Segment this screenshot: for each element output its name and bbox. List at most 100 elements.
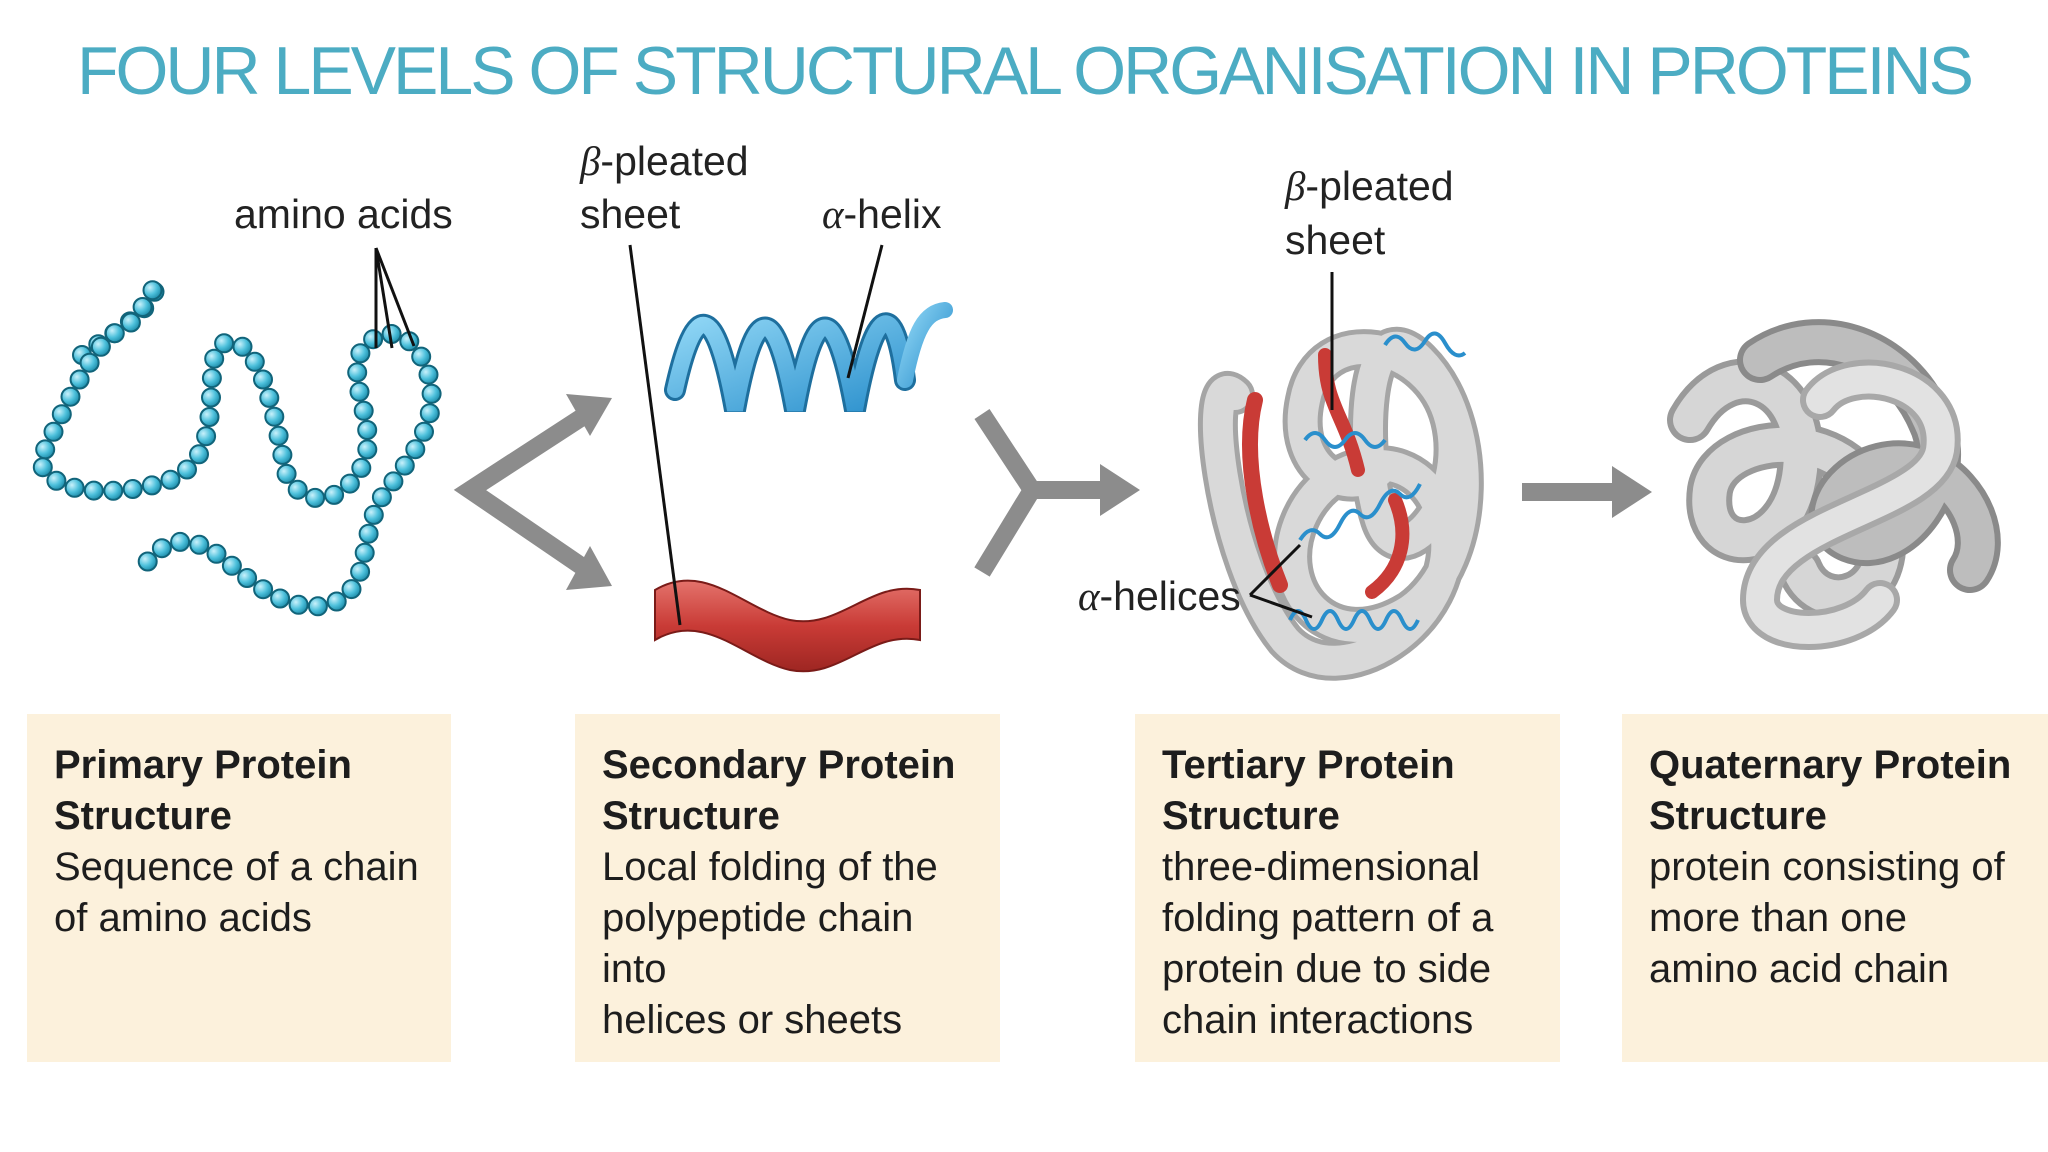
- amino-acid-bead: [189, 534, 210, 555]
- beta-pleated-label-tertiary: β-pleated: [1284, 163, 1454, 209]
- amino-acid-bead: [341, 579, 362, 600]
- amino-acid-bead: [151, 538, 172, 559]
- amino-acid-bead: [357, 439, 378, 460]
- amino-acid-bead: [264, 406, 285, 427]
- amino-acid-bead: [324, 484, 345, 505]
- amino-acid-bead: [69, 369, 90, 390]
- amino-acid-bead: [51, 404, 72, 425]
- amino-acid-bead: [160, 469, 181, 490]
- amino-acid-bead: [43, 421, 64, 442]
- amino-acid-bead: [32, 457, 53, 478]
- primary-structure-bead-chain: [32, 280, 442, 617]
- box-text-line: polypeptide chain into: [602, 896, 914, 991]
- amino-acid-bead: [196, 426, 217, 447]
- beta-pleated-sheet: [654, 579, 921, 673]
- alpha-helices-label: α-helices: [1078, 573, 1241, 619]
- amino-acid-bead: [122, 479, 143, 499]
- amino-acid-bead: [204, 348, 225, 369]
- sheet-label-secondary: sheet: [580, 191, 681, 237]
- sheet-label-tertiary: sheet: [1285, 217, 1386, 263]
- amino-acid-bead: [326, 591, 347, 612]
- amino-acid-bead: [405, 439, 426, 460]
- quaternary-structure-box: Quaternary Protein Structure protein con…: [1622, 714, 2048, 1062]
- tertiary-structure: [1197, 326, 1484, 681]
- amino-acid-bead: [46, 470, 67, 491]
- amino-acid-bead: [206, 543, 227, 564]
- box-text-line: amino acid chain: [1649, 947, 1950, 991]
- amino-acid-bead: [201, 387, 221, 408]
- amino-acid-bead: [414, 421, 434, 442]
- amino-acid-bead: [363, 329, 384, 350]
- box-text-line: three-dimensional: [1162, 845, 1480, 889]
- amino-acid-bead: [90, 336, 111, 357]
- box-text-line: chain interactions: [1162, 998, 1474, 1042]
- amino-acid-bead: [232, 336, 253, 357]
- box-text-line: more than one: [1649, 896, 1907, 940]
- amino-acid-bead: [141, 475, 162, 496]
- box-heading-line-2: Structure: [1162, 794, 1340, 838]
- amino-acid-bead: [64, 477, 85, 498]
- tertiary-helices-pointer: [1248, 543, 1313, 619]
- amino-acid-bead: [214, 333, 235, 354]
- box-text-line: Local folding of the: [602, 845, 938, 889]
- protein-structure-diagram: amino acids β-pleated sheet α-helix: [32, 138, 2001, 681]
- amino-acid-bead: [350, 343, 371, 364]
- amino-acid-bead: [270, 588, 291, 609]
- box-text-line: helices or sheets: [602, 998, 903, 1042]
- amino-acid-bead: [142, 280, 163, 301]
- amino-acid-bead: [259, 387, 280, 408]
- box-text-line: protein consisting of: [1649, 845, 2005, 889]
- amino-acid-bead: [189, 444, 209, 465]
- amino-acid-bead: [83, 480, 104, 501]
- amino-acid-bead: [351, 457, 372, 478]
- amino-acid-bead: [307, 596, 328, 617]
- box-text-line: protein due to side: [1162, 947, 1492, 991]
- box-heading-line-2: Structure: [1649, 794, 1827, 838]
- amino-acid-bead: [418, 364, 439, 385]
- amino-acid-bead: [350, 561, 371, 582]
- amino-acid-bead: [358, 523, 379, 544]
- amino-acid-bead: [79, 352, 100, 373]
- amino-acid-beads: [32, 280, 442, 617]
- primary-structure-box: Primary Protein Structure Sequence of a …: [27, 714, 451, 1062]
- amino-acid-bead: [305, 487, 326, 508]
- box-heading-line-1: Tertiary Protein: [1162, 743, 1455, 787]
- amino-acid-bead: [347, 362, 368, 383]
- tertiary-structure-box: Tertiary Protein Structure three-dimensi…: [1135, 714, 1560, 1062]
- box-heading-line-2: Structure: [602, 794, 780, 838]
- alpha-helix: [664, 302, 953, 412]
- amino-acid-bead: [244, 351, 265, 372]
- amino-acid-bead: [170, 531, 191, 552]
- amino-acid-bead: [137, 551, 158, 572]
- amino-acid-bead: [272, 444, 293, 465]
- alpha-helix-label: α-helix: [822, 191, 942, 237]
- amino-acid-bead: [221, 555, 242, 576]
- amino-acid-bead: [383, 471, 404, 492]
- quaternary-structure: [1667, 319, 2001, 650]
- secondary-pointers: [628, 244, 884, 626]
- slide-title: FOUR LEVELS OF STRUCTURAL ORGANISATION I…: [76, 33, 1974, 109]
- straight-arrow: [1522, 466, 1652, 518]
- amino-acid-bead: [177, 459, 197, 480]
- amino-acid-bead: [354, 542, 375, 563]
- box-text-line: Sequence of a chain: [54, 845, 419, 889]
- amino-acid-bead: [349, 381, 370, 402]
- amino-acid-bead: [421, 383, 442, 404]
- amino-acid-bead: [199, 407, 220, 427]
- amino-acid-bead: [357, 420, 378, 440]
- amino-acid-bead: [288, 594, 309, 615]
- box-heading-line-1: Quaternary Protein: [1649, 743, 2012, 787]
- amino-acid-bead: [276, 463, 297, 484]
- amino-acid-bead: [60, 386, 81, 407]
- amino-acid-bead: [103, 480, 124, 501]
- box-heading-line-1: Primary Protein: [54, 743, 352, 787]
- amino-acid-bead: [237, 568, 258, 588]
- amino-acid-bead: [201, 368, 222, 389]
- box-text-line: of amino acids: [54, 896, 312, 940]
- amino-acid-bead: [371, 487, 392, 508]
- amino-acid-bead: [419, 403, 440, 424]
- box-heading-line-1: Secondary Protein: [602, 743, 956, 787]
- amino-acid-bead: [363, 504, 384, 525]
- amino-acid-bead: [411, 346, 432, 367]
- amino-acids-pointer: [374, 247, 416, 349]
